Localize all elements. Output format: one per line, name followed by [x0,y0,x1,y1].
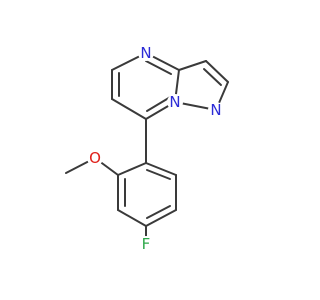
label-bg-f [138,236,154,252]
bond-c3a-n4-double [145,60,172,75]
bond-ph-c4-c5-double [146,205,171,219]
bond-ph-c1-c2 [117,162,147,176]
bond-c3-c2-double [203,68,222,86]
atom-label-f-fluoro: F [142,235,151,253]
phenyl-ring [117,162,177,227]
bond-c6-c7 [111,98,147,120]
bond-ph-c4-c5 [145,209,177,227]
bond-ph-c6-c1 [145,162,177,176]
atom-label-n-pyrazole: N [210,101,221,119]
molecule-diagram: N N N O F [65,44,229,253]
label-bg-n4 [138,45,154,61]
bond-ph-c6-c1-double [146,169,171,180]
label-bg-o [87,150,103,166]
label-bg-n1 [208,102,224,118]
atom-label-n-bridge: N [169,93,180,111]
atom-label-n-pyrimidine: N [140,44,151,62]
atom-label-o-methoxy: O [89,149,101,167]
label-bg-n8 [167,94,183,110]
bond-ph-c3-c4 [117,209,147,227]
structure-canvas: N N N O F [65,44,229,253]
bond-c3a-c3 [178,60,207,71]
bond-c3-c2 [205,60,229,83]
